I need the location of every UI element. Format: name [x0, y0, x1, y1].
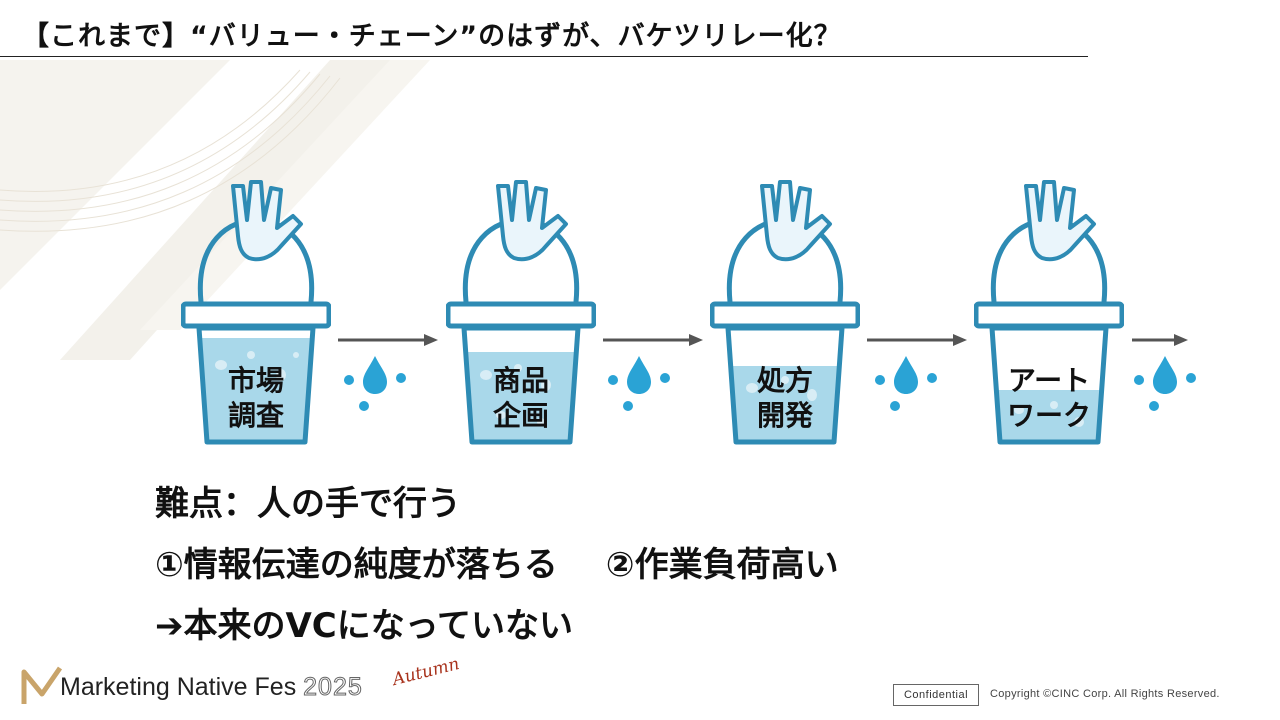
hand-icon — [1024, 180, 1096, 262]
water-drop-icon — [608, 356, 670, 411]
water-drop-icon — [1134, 356, 1196, 411]
bucket-icon — [974, 180, 1124, 445]
issue-list: ①情報伝達の純度が落ちる ②作業負荷高い — [155, 545, 839, 585]
bucket-formulation-development: 処方 開発 — [710, 180, 860, 450]
bucket-market-research: 市場 調査 — [181, 180, 331, 450]
hand-icon — [496, 180, 568, 262]
bucket-label-line1: 商品 — [492, 364, 549, 397]
title-divider — [0, 56, 1088, 57]
bucket-icon — [710, 180, 860, 445]
arrow-right-icon — [1132, 334, 1188, 346]
hand-icon — [231, 180, 303, 262]
confidential-badge: Confidential — [893, 684, 979, 706]
bucket-product-planning: 商品 企画 — [446, 180, 596, 450]
arrow-right-icon — [867, 334, 967, 346]
bucket-label-line2: 調査 — [227, 399, 284, 432]
logo-wordmark: Marketing Native Fes 2025 — [60, 673, 363, 702]
issue-purity-loss: ①情報伝達の純度が落ちる — [155, 545, 558, 585]
bucket-label-line2: 企画 — [492, 399, 549, 432]
hand-icon — [760, 180, 832, 262]
background-decoration — [0, 60, 430, 360]
bucket-label-line1: アート — [1007, 364, 1091, 397]
bucket-icon — [446, 180, 596, 445]
issue-workload: ②作業負荷高い — [605, 545, 839, 585]
bucket-icon — [181, 180, 331, 445]
bucket-label-line1: 市場 — [227, 364, 284, 397]
difficulty-heading: 難点：人の手で行う — [155, 484, 461, 524]
copyright-notice: Copyright ©CINC Corp. All Rights Reserve… — [990, 688, 1220, 700]
arrow-right-icon — [338, 334, 438, 346]
logo-year: 2025 — [303, 673, 363, 702]
water-drop-icon — [344, 356, 406, 411]
arrow-right-icon — [603, 334, 703, 346]
logo-season: Autumn — [390, 654, 462, 690]
slide-title: 【これまで】“バリュー・チェーン”のはずが、バケツリレー化？ — [22, 21, 842, 52]
bucket-label-line2: 開発 — [756, 399, 813, 432]
logo-name: Marketing Native Fes — [60, 673, 297, 701]
bucket-label-line1: 処方 — [756, 364, 813, 397]
bucket-label-line2: ワーク — [1006, 399, 1091, 432]
logo-mark-icon — [21, 666, 63, 704]
key-points: 難点：人の手で行う ①情報伝達の純度が落ちる ②作業負荷高い ➔本来のVCになって… — [155, 484, 839, 667]
event-logo: Marketing Native Fes 2025 Autumn — [20, 654, 490, 710]
bucket-artwork: アート ワーク — [974, 180, 1124, 450]
conclusion: ➔本来のVCになっていない — [155, 606, 574, 646]
water-drop-icon — [875, 356, 937, 411]
